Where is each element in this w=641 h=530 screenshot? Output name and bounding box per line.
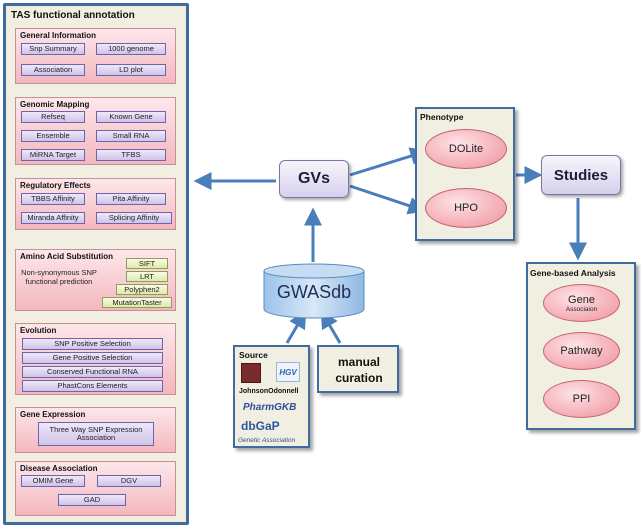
tool-lrt[interactable]: LRT — [126, 271, 168, 282]
dolite-label: DOLite — [448, 143, 484, 155]
item-snp-positive-selection[interactable]: SNP Positive Selection — [22, 338, 163, 350]
gwasdb-label: GWASdb — [276, 282, 352, 302]
pharmgkb-logo: PharmGKB — [243, 402, 297, 413]
item-gene-positive-selection[interactable]: Gene Positive Selection — [22, 352, 163, 364]
item-miranda-affinity[interactable]: Miranda Affinity — [21, 212, 85, 224]
arrow-gvs-to-dolite — [349, 147, 429, 177]
dolite-node[interactable]: DOLite — [425, 129, 507, 169]
manual-curation-box — [317, 345, 399, 393]
section-disease-association: Disease Association — [15, 461, 176, 516]
item-tbbs-affinity[interactable]: TBBS Affinity — [21, 193, 85, 205]
hgv-logo: HGV — [276, 362, 300, 382]
item-refseq[interactable]: Refseq — [21, 111, 85, 123]
item-conserved-functional-rna[interactable]: Conserved Functional RNA — [22, 366, 163, 378]
studies-node[interactable]: Studies — [541, 155, 621, 195]
section-title: Gene Expression — [20, 410, 86, 419]
item-ld-plot[interactable]: LD plot — [96, 64, 166, 76]
section-title: Amino Acid Substitution — [20, 252, 114, 261]
gvs-node[interactable]: GVs — [279, 160, 349, 198]
gene-analysis-title: Gene-based Analysis — [530, 268, 616, 278]
section-title: Genomic Mapping — [20, 100, 90, 109]
item-small-rna[interactable]: Small RNA — [96, 130, 166, 142]
tool-sift[interactable]: SIFT — [126, 258, 168, 269]
section-title: Regulatory Effects — [20, 181, 91, 190]
item-tfbs[interactable]: TFBS — [96, 149, 166, 161]
pathway-node[interactable]: Pathway — [543, 332, 620, 370]
tool-polyphen2[interactable]: Polyphen2 — [116, 284, 168, 295]
panel-title: TAS functional annotation — [11, 10, 135, 21]
section-title: Evolution — [20, 326, 57, 335]
section-title: Disease Association — [20, 464, 98, 473]
gwasdb-cylinder — [263, 263, 365, 319]
item-1000-genome[interactable]: 1000 genome — [96, 43, 166, 55]
source-logo-icon — [241, 363, 261, 383]
arrow-source-to-gwasdb — [285, 310, 307, 344]
item-known-gene[interactable]: Known Gene — [96, 111, 166, 123]
item-three-way-snp-expression[interactable]: Three Way SNP Expression Association — [38, 422, 154, 446]
item-omim-gene[interactable]: OMIM Gene — [21, 475, 85, 487]
item-mirna-target[interactable]: MiRNA Target — [21, 149, 85, 161]
amino-description: Non-synonymous SNP functional prediction — [21, 268, 97, 287]
item-splicing-affinity[interactable]: Splicing Affinity — [96, 212, 172, 224]
arrow-manual-to-gwasdb — [320, 310, 342, 344]
hpo-label: HPO — [454, 202, 478, 214]
genetic-association-logo: Genetic Association — [238, 437, 296, 444]
manual-curation-label: manual curation — [335, 355, 383, 385]
ppi-label: PPI — [572, 393, 591, 405]
item-association[interactable]: Association — [21, 64, 85, 76]
phenotype-title: Phenotype — [420, 112, 464, 122]
item-phastcons-elements[interactable]: PhastCons Elements — [22, 380, 163, 392]
pathway-label: Pathway — [560, 345, 603, 357]
gene-association-node[interactable]: Gene Associaion — [543, 284, 620, 322]
dbgap-logo: dbGaP — [241, 419, 280, 433]
item-pita-affinity[interactable]: Pita Affinity — [96, 193, 166, 205]
ppi-node[interactable]: PPI — [543, 380, 620, 418]
hpo-node[interactable]: HPO — [425, 188, 507, 228]
source-title: Source — [239, 350, 268, 360]
arrow-gvs-to-hpo — [349, 184, 427, 215]
tool-mutationtaster[interactable]: MutationTaster — [102, 297, 172, 308]
gene-sublabel: Associaion — [565, 305, 598, 313]
item-gad[interactable]: GAD — [58, 494, 126, 506]
johnsonodonnell-logo: JohnsonOdonnell — [239, 388, 299, 395]
item-dgv[interactable]: DGV — [97, 475, 161, 487]
gene-label: Gene — [568, 293, 595, 306]
item-snp-summary[interactable]: Snp Summary — [21, 43, 85, 55]
section-title: General Information — [20, 31, 97, 40]
item-ensemble[interactable]: Ensemble — [21, 130, 85, 142]
